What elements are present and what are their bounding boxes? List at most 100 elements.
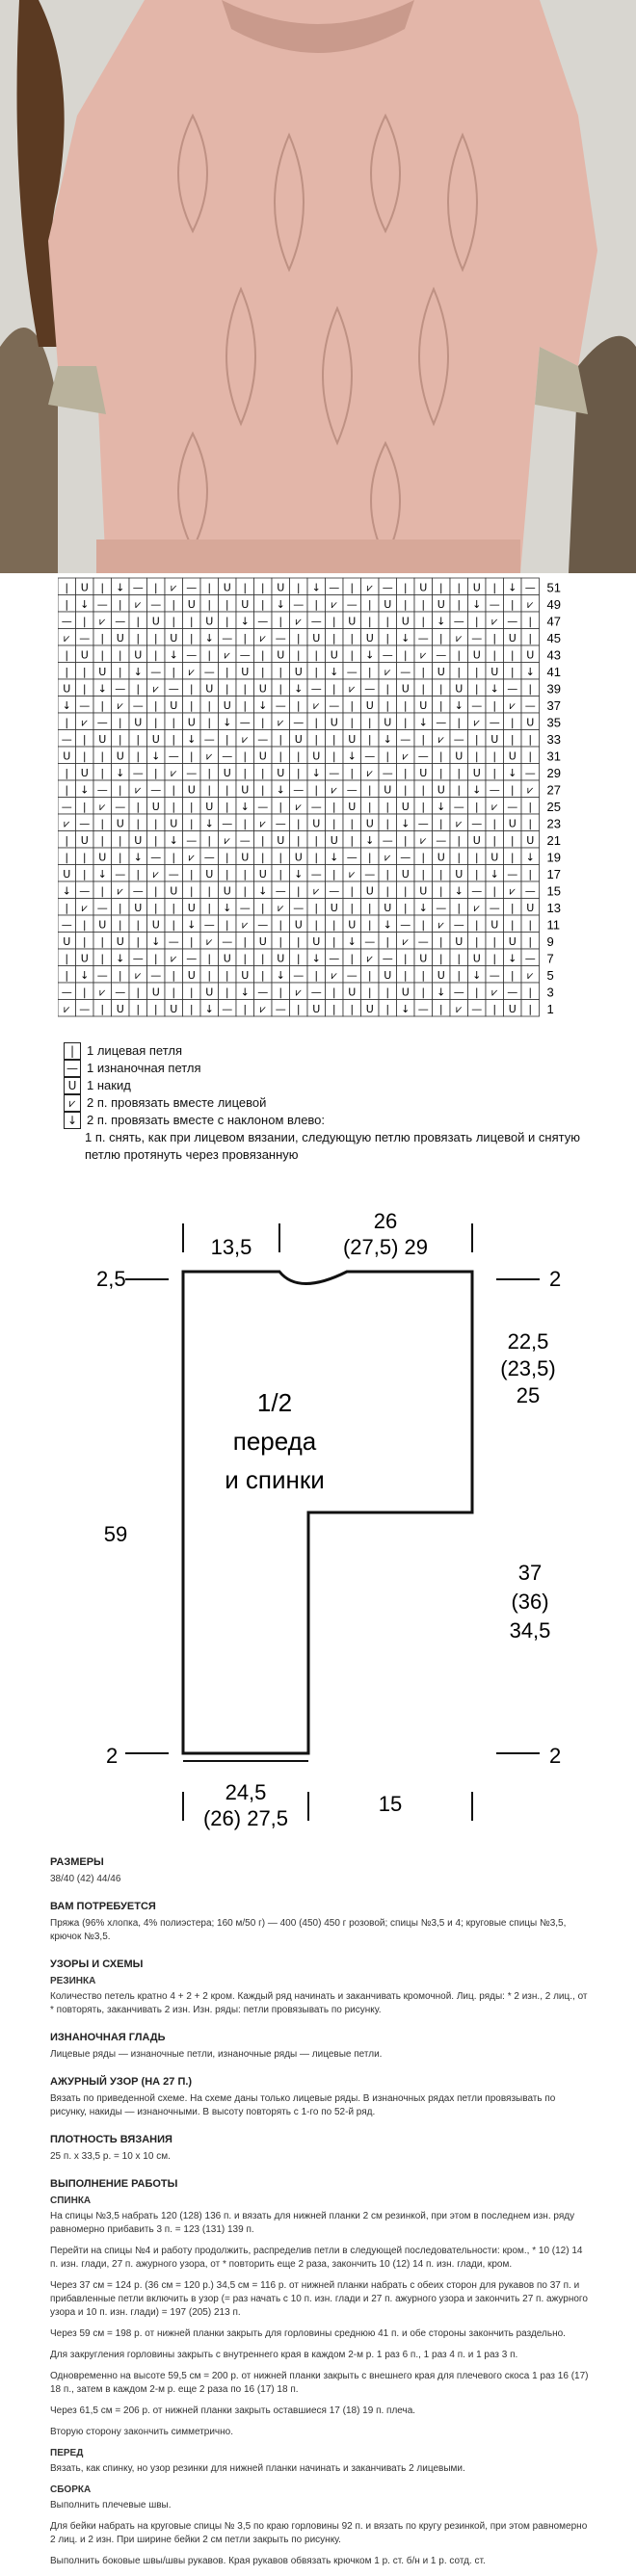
total-height-label: 59	[104, 1522, 127, 1546]
chart-symbol: ⩗	[225, 834, 231, 847]
armhole-label-1: 22,5	[508, 1329, 549, 1354]
chart-symbol: U	[63, 935, 70, 948]
chart-symbol: |	[243, 868, 247, 881]
chart-symbol: |	[154, 582, 158, 594]
center-label-2: переда	[233, 1427, 317, 1456]
chart-symbol: |	[439, 935, 443, 948]
chart-symbol: —	[454, 801, 464, 813]
chart-row-number: 15	[547, 884, 561, 899]
chart-symbol: |	[332, 935, 336, 948]
chart-row-number: 25	[547, 800, 561, 814]
chart-symbol: |	[207, 717, 211, 729]
top-width-label-2: (27,5) 29	[343, 1235, 428, 1259]
chart-symbol: ⩗	[510, 699, 517, 712]
legend-item-purl: —1 изнаночная петля	[64, 1060, 603, 1077]
chart-symbol: |	[421, 969, 425, 982]
chart-symbol: U	[152, 801, 160, 813]
chart-symbol: —	[311, 683, 322, 696]
chart-symbol: ⩗	[242, 919, 249, 932]
chart-symbol: U	[170, 1003, 177, 1015]
chart-symbol: |	[332, 632, 336, 644]
chart-symbol: ⩗	[171, 582, 177, 594]
chart-symbol: |	[119, 852, 122, 864]
chart-symbol: |	[350, 767, 354, 779]
chart-symbol: —	[383, 834, 393, 847]
chart-symbol: |	[154, 902, 158, 914]
chart-symbol: |	[492, 649, 496, 662]
chart-symbol: |	[243, 885, 247, 898]
chart-symbol: U	[437, 598, 445, 611]
chart-symbol: |	[528, 818, 532, 830]
chart-symbol: U	[366, 1003, 374, 1015]
chart-symbol: |	[511, 598, 515, 611]
chart-symbol: |	[119, 733, 122, 746]
chart-symbol: |	[65, 582, 68, 594]
chart-symbol: |	[492, 699, 496, 712]
chart-symbol: ⩗	[296, 801, 303, 813]
chart-symbol: U	[241, 784, 249, 797]
chart-symbol: |	[368, 717, 372, 729]
chart-symbol: |	[332, 801, 336, 813]
chart-symbol: |	[439, 632, 443, 644]
chart-symbol: |	[190, 986, 194, 999]
chart-symbol: |	[385, 818, 389, 830]
chart-row-number: 5	[547, 968, 554, 983]
rib-body: Количество петель кратно 4 + 2 + 2 кром.…	[50, 1991, 588, 2015]
chart-symbol: |	[297, 885, 301, 898]
chart-symbol: |	[475, 666, 479, 678]
chart-symbol: |	[225, 666, 229, 678]
chart-symbol: |	[207, 885, 211, 898]
back-p6: Одновременно на высоте 59,5 см = 200 р. …	[50, 2371, 589, 2395]
left-top-measure: 2,5	[96, 1267, 126, 1291]
chart-symbol: —	[97, 717, 108, 729]
chart-symbol: ⩗	[99, 986, 106, 999]
chart-symbol: U	[509, 935, 517, 948]
chart-symbol: |	[172, 616, 175, 628]
chart-symbol: ↓	[526, 666, 535, 678]
chart-symbol: —	[525, 885, 536, 898]
chart-symbol: |	[225, 868, 229, 881]
chart-symbol: U	[473, 582, 481, 594]
chart-symbol: |	[65, 767, 68, 779]
chart-symbol: |	[207, 902, 211, 914]
chart-symbol: |	[119, 919, 122, 932]
chart-symbol: ↓	[205, 1003, 214, 1015]
chart-symbol: —	[490, 717, 500, 729]
chart-symbol: ↓	[330, 852, 338, 864]
chart-symbol: |	[475, 683, 479, 696]
chart-symbol: |	[297, 582, 301, 594]
chart-symbol: |	[119, 902, 122, 914]
patterns-title: УЗОРЫ И СХЕМЫ	[50, 1958, 144, 1970]
chart-symbol: U	[170, 632, 177, 644]
chart-symbol: U	[170, 699, 177, 712]
chart-symbol: —	[436, 717, 446, 729]
chart-row-number: 31	[547, 749, 561, 764]
chart-symbol: |	[350, 717, 354, 729]
chart-symbol: ⩗	[491, 616, 498, 628]
chart-symbol: —	[293, 969, 304, 982]
lace-body: Вязать по приведенной схеме. На схеме да…	[50, 2093, 556, 2117]
chart-symbol: |	[83, 852, 87, 864]
chart-symbol: |	[314, 717, 318, 729]
garment-schematic: 13,5 26 (27,5) 29 2,5 2 22,5 (23,5) 25 1…	[96, 1209, 561, 1830]
chart-symbol: |	[278, 919, 282, 932]
chart-symbol: ↓	[508, 767, 517, 779]
chart-symbol: |	[385, 683, 389, 696]
chart-symbol: ⩗	[403, 750, 410, 763]
chart-symbol: |	[332, 1003, 336, 1015]
chart-symbol: —	[436, 649, 446, 662]
back-p7: Через 61,5 см = 206 р. от нижней планки …	[50, 2405, 416, 2416]
chart-symbol: ↓	[241, 616, 250, 628]
chart-symbol: |	[528, 683, 532, 696]
chart-symbol: —	[329, 953, 339, 965]
chart-symbol: —	[383, 767, 393, 779]
chart-symbol: ⩗	[456, 632, 463, 644]
chart-symbol: |	[225, 852, 229, 864]
chart-symbol: U	[224, 767, 231, 779]
front-body: Вязать, как спинку, но узор резинки для …	[50, 2463, 465, 2474]
chart-symbol: |	[136, 733, 140, 746]
chart-symbol: U	[473, 767, 481, 779]
chart-symbol: U	[241, 666, 249, 678]
chart-symbol: —	[436, 834, 446, 847]
